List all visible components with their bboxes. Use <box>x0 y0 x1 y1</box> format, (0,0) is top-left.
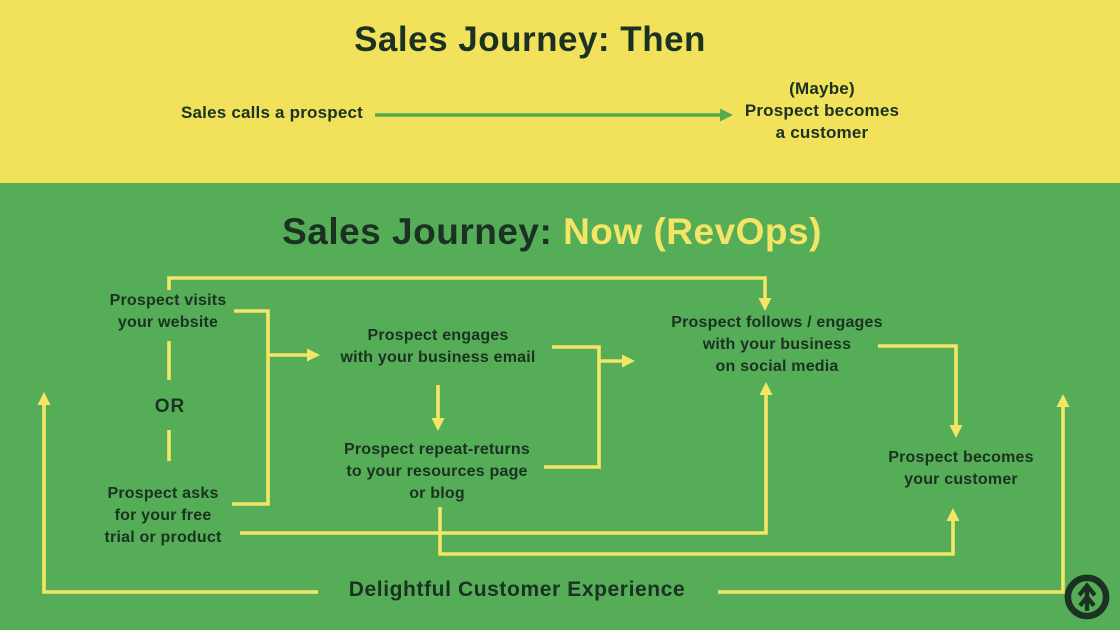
connector-blog-to-becomes <box>438 507 960 556</box>
node-prospect-asks: Prospect asks for your free trial or pro… <box>104 485 222 546</box>
maybe-prospect-becomes-customer-label: (Maybe) Prospect becomes a customer <box>744 79 900 142</box>
connector-follows-to-becomes <box>878 344 963 438</box>
sales-calls-prospect-label: Sales calls a prospect <box>180 103 364 122</box>
node-prospect-returns: Prospect repeat-returns to your resource… <box>344 441 530 502</box>
node-prospect-engages: Prospect engages with your business emai… <box>340 327 536 366</box>
now-title-highlight: Now (RevOps) <box>563 211 822 252</box>
connector-experience-loop-left <box>37 392 318 594</box>
connector-experience-loop-right <box>718 394 1070 594</box>
then-section-band <box>0 0 1120 183</box>
node-or: OR <box>154 396 186 417</box>
connector-mid-bracket <box>544 345 601 469</box>
connector-trial-to-follows <box>240 382 773 535</box>
node-prospect-visits: Prospect visits your website <box>109 292 227 331</box>
now-title-prefix: Sales Journey: <box>282 211 564 252</box>
connector-top-loop <box>167 276 772 311</box>
connector-left-bracket <box>232 309 270 506</box>
tree-arrow-logo-icon <box>1064 574 1110 620</box>
now-title: Sales Journey: Now (RevOps) <box>282 211 822 253</box>
node-prospect-follows: Prospect follows / engages with your bus… <box>671 314 883 375</box>
node-prospect-becomes: Prospect becomes your customer <box>888 449 1034 488</box>
delightful-experience-label: Delightful Customer Experience <box>348 578 686 601</box>
then-title: Sales Journey: Then <box>354 20 706 59</box>
